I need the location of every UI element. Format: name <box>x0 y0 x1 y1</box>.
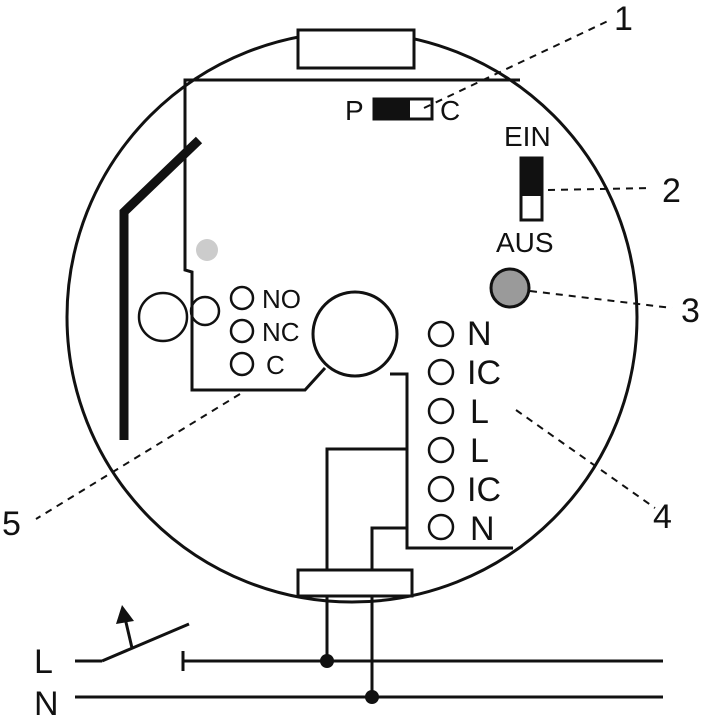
terminal-label-nc: NC <box>262 317 300 347</box>
junction-dot-line <box>320 654 334 668</box>
relay-coil-small <box>189 295 221 327</box>
callout-leader-4 <box>515 409 656 509</box>
bus-terminal-label: N <box>470 510 495 548</box>
callout-leader-2 <box>547 187 651 191</box>
status-led <box>196 239 218 261</box>
callout-number-4: 4 <box>653 498 672 536</box>
relay-terminal-block: NO NC C <box>229 284 301 380</box>
bus-terminal-label: L <box>470 393 489 431</box>
arrow-up-icon <box>116 605 134 624</box>
junction-dot-neutral <box>365 690 379 704</box>
board-outline <box>183 78 520 392</box>
callout-number-1: 1 <box>614 0 633 38</box>
terminal-label-no: NO <box>262 284 301 314</box>
terminal-screw <box>427 513 455 541</box>
callout-leader-1 <box>423 19 611 109</box>
line-connection-wire <box>325 447 407 570</box>
bus-terminal-label: N <box>467 315 492 353</box>
terminal-screw <box>427 475 455 503</box>
bus-terminal-label: IC <box>467 471 501 509</box>
terminal-screw <box>229 351 255 377</box>
callout-number-2: 2 <box>662 172 681 210</box>
supply-label-line: L <box>34 643 53 681</box>
terminal-screw <box>427 436 455 464</box>
power-switch-knob <box>521 158 542 196</box>
power-switch[interactable]: EIN AUS <box>496 121 554 258</box>
bus-terminal-block: N IC L L IC N <box>427 315 501 548</box>
callout-number-5: 5 <box>2 505 21 543</box>
antenna-wire <box>119 136 203 440</box>
bus-terminal-label: IC <box>467 354 501 392</box>
mode-switch-knob <box>374 99 410 119</box>
switch-actuator <box>123 617 134 649</box>
supply-label-neutral: N <box>34 685 59 720</box>
bottom-terminal-block <box>296 568 414 598</box>
top-clip <box>296 28 416 70</box>
terminal-screw <box>229 285 255 311</box>
neutral-connection-wire <box>370 526 407 570</box>
power-switch-label-off: AUS <box>496 227 554 258</box>
push-button[interactable] <box>489 267 531 309</box>
mode-switch[interactable]: P C <box>345 95 460 126</box>
mode-switch-label-p: P <box>345 95 364 126</box>
mode-switch-label-c: C <box>440 95 460 126</box>
power-switch-label-on: EIN <box>504 121 551 152</box>
relay-body <box>311 290 399 378</box>
bus-terminal-label: L <box>470 432 489 470</box>
external-wall-switch <box>75 605 190 663</box>
relay-coil-large <box>137 291 189 343</box>
terminal-screw <box>427 358 455 386</box>
callout-leader-3 <box>529 290 673 309</box>
terminal-screw <box>427 320 455 348</box>
callout-leader-5 <box>35 393 241 520</box>
terminal-screw <box>229 318 255 344</box>
switch-blade <box>101 622 190 663</box>
terminal-screw <box>427 397 455 425</box>
callout-number-3: 3 <box>681 292 700 330</box>
relay-lead <box>390 372 513 550</box>
terminal-label-c: C <box>266 350 285 380</box>
